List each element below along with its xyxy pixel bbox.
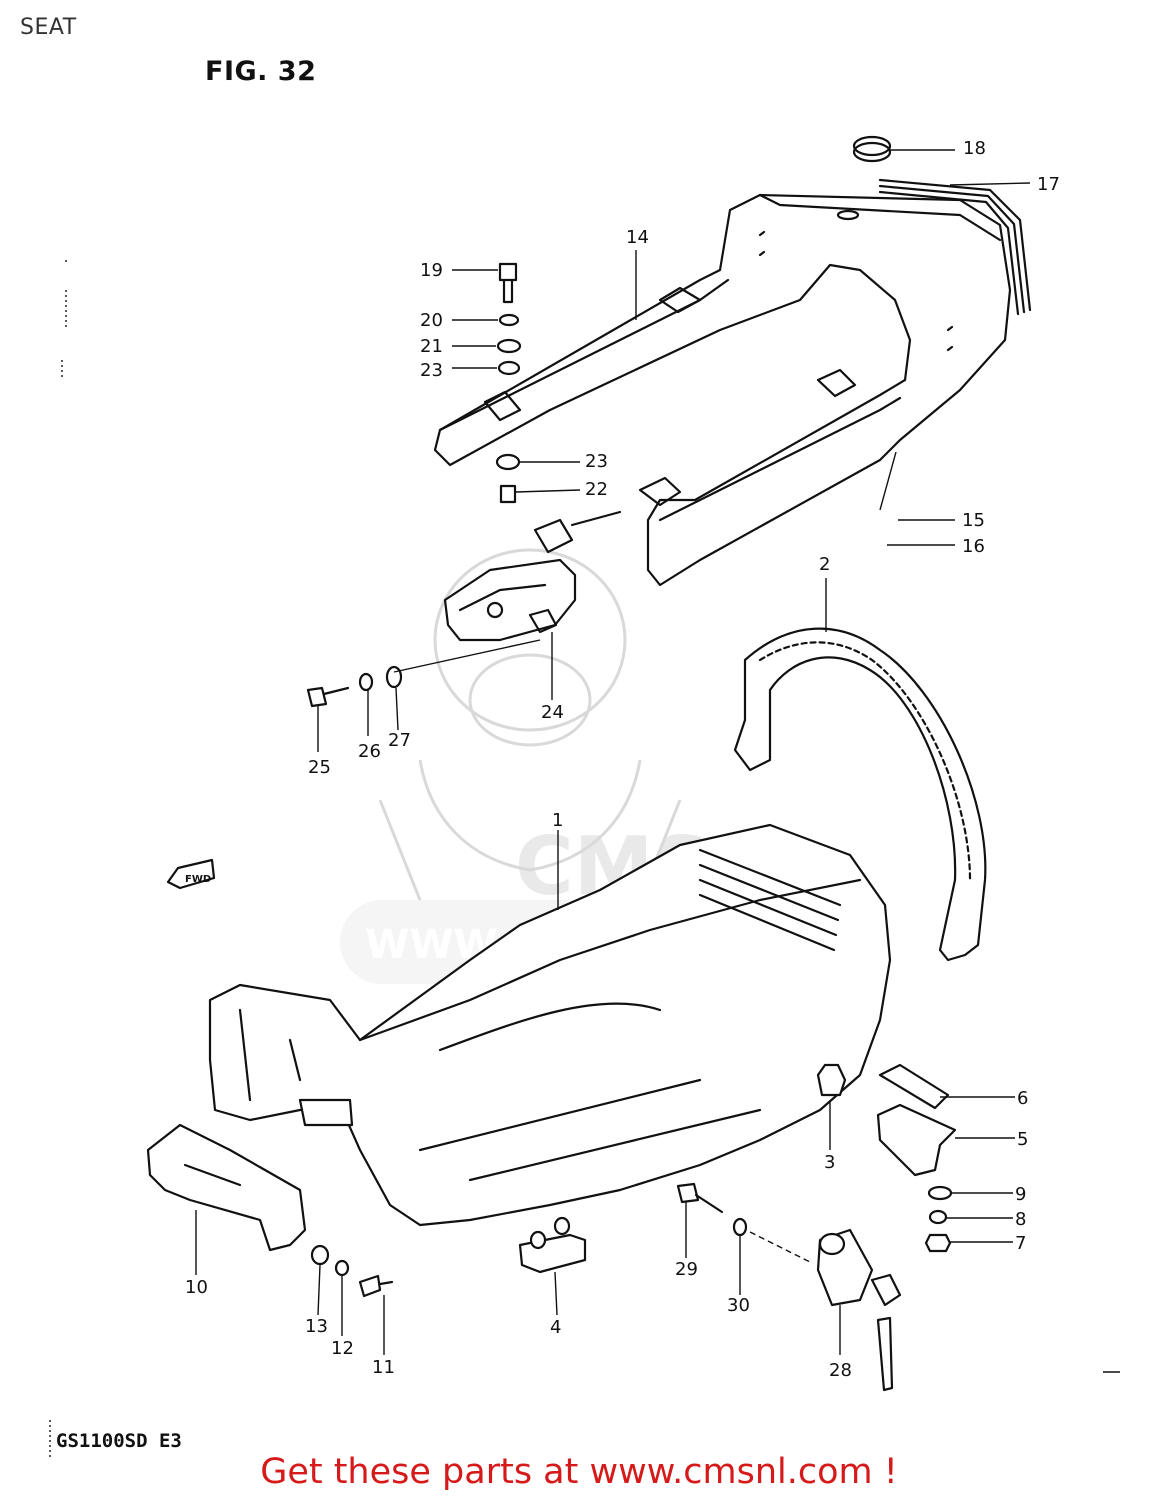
callout-labels: 18 17 14 19 20 21 23 23 22 15 16 2 24 25… [185, 138, 1060, 1381]
callout-29: 29 [675, 1259, 698, 1280]
model-code: GS1100SD E3 [56, 1430, 182, 1452]
leader-lines [195, 149, 1031, 1355]
callout-10: 10 [185, 1277, 208, 1298]
part-17-seal-strip [878, 178, 1032, 316]
callout-23-top: 23 [420, 360, 443, 381]
callout-24: 24 [541, 702, 564, 723]
callout-28: 28 [829, 1360, 852, 1381]
callout-13: 13 [305, 1316, 328, 1337]
callout-2: 2 [819, 554, 830, 575]
part-4-cushion-block [518, 1216, 587, 1274]
forward-direction-arrow: FWD [166, 858, 216, 890]
part-1-seat [208, 823, 892, 1227]
callout-17: 17 [1037, 174, 1060, 195]
figure-number: FIG. 32 [205, 56, 317, 87]
callout-3: 3 [824, 1152, 835, 1173]
callout-7: 7 [1015, 1233, 1026, 1254]
callout-8: 8 [1015, 1209, 1026, 1230]
part-10-bracket [146, 1123, 394, 1298]
part-5-bracket [876, 1103, 957, 1177]
callout-30: 30 [727, 1295, 750, 1316]
part-18-grommet [852, 135, 892, 163]
part-28-lock-cylinder [816, 1228, 902, 1392]
callout-9: 9 [1015, 1184, 1026, 1205]
callout-26: 26 [358, 741, 381, 762]
callout-21: 21 [420, 336, 443, 357]
part-29-bolt [676, 1182, 724, 1214]
bolt-25-washers-26-27 [306, 639, 541, 708]
part-6-plate [878, 1063, 950, 1110]
callout-14: 14 [626, 227, 649, 248]
callout-1: 1 [552, 810, 563, 831]
part-24-seat-lock [443, 510, 622, 642]
callout-16: 16 [962, 536, 985, 557]
callout-6: 6 [1017, 1088, 1028, 1109]
callout-12: 12 [331, 1338, 354, 1359]
bolt-stack-19-23 [495, 262, 522, 504]
callout-25: 25 [308, 757, 331, 778]
page-title: SEAT [20, 15, 77, 40]
part-3-cushion [816, 1063, 847, 1097]
part-14-seat-tail [433, 193, 1012, 587]
callout-5: 5 [1017, 1129, 1028, 1150]
callout-20: 20 [420, 310, 443, 331]
part-2-grab-strap [733, 627, 987, 962]
fasteners-7-9 [924, 1185, 953, 1253]
callout-15: 15 [962, 510, 985, 531]
callout-11: 11 [372, 1357, 395, 1378]
callout-4: 4 [550, 1317, 561, 1338]
callout-19: 19 [420, 260, 443, 281]
watermark-mascot [378, 548, 682, 901]
callout-18: 18 [963, 138, 986, 159]
part-30-washer [732, 1217, 811, 1263]
parts-shop-link[interactable]: Get these parts at www.cmsnl.com ! [260, 1452, 898, 1492]
callout-23-lower: 23 [585, 451, 608, 472]
margin-marks [49, 260, 1120, 1460]
callout-27: 27 [388, 730, 411, 751]
fwd-label: FWD [185, 874, 211, 885]
callout-22: 22 [585, 479, 608, 500]
